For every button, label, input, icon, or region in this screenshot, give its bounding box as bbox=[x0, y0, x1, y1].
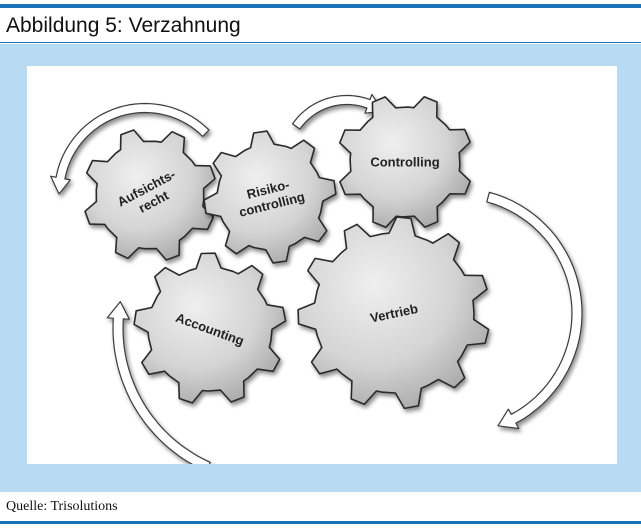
gear-controlling-shape bbox=[339, 96, 471, 228]
gear-accounting-shape bbox=[133, 252, 287, 404]
gear-accounting: Accounting bbox=[133, 252, 287, 404]
gear-aufsichtsrecht-shape bbox=[84, 129, 216, 261]
cycle-arrows bbox=[50, 93, 583, 464]
arrow-right bbox=[486, 191, 583, 430]
gear-aufsichtsrecht: Aufsichts-recht bbox=[84, 129, 216, 261]
gear-risikocontrolling: Risiko-controlling bbox=[203, 130, 337, 264]
source-note: Quelle: Trisolutions bbox=[6, 499, 118, 514]
arrow-bottom-left bbox=[106, 301, 211, 464]
gear-vertrieb: Vertrieb bbox=[297, 216, 490, 410]
top-rule bbox=[0, 4, 641, 8]
gear-vertrieb-shape bbox=[297, 216, 490, 410]
arrow-left-top bbox=[50, 102, 210, 195]
gear-controlling-label: Controlling bbox=[370, 155, 439, 170]
gear-controlling: Controlling bbox=[339, 96, 471, 228]
figure-title: Abbildung 5: Verzahnung bbox=[6, 14, 241, 37]
title-rule bbox=[0, 42, 641, 43]
gear-risikocontrolling-shape bbox=[203, 130, 337, 264]
bottom-rule bbox=[0, 521, 641, 524]
